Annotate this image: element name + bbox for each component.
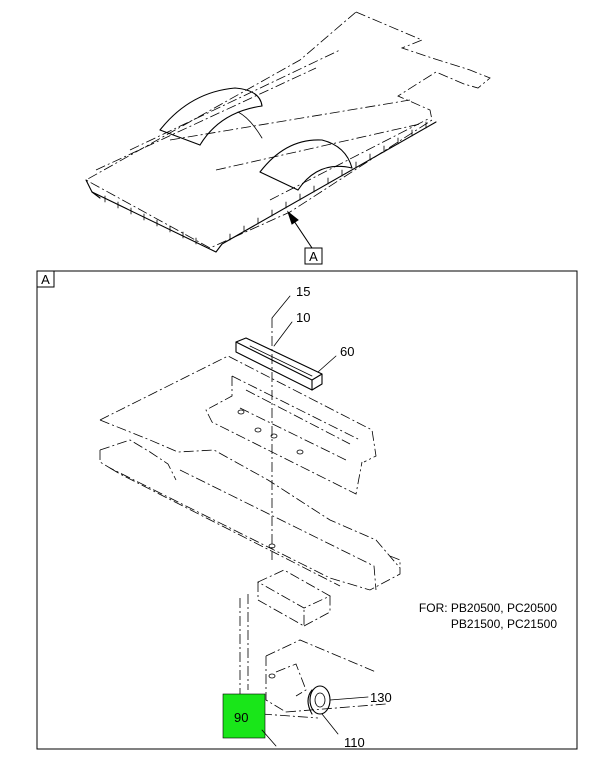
callout-110: 110 [344,735,365,750]
applicability-note: FOR: PB20500, PC20500 PB21500, PC21500 [419,601,557,631]
detail-a-letter: A [41,272,50,287]
callout-15: 15 [296,284,310,299]
callout-90-highlight [222,693,277,747]
part-60-strip [235,337,323,391]
detail-a-panel: A [36,270,578,750]
floor-section [99,355,401,591]
callout-leaders [271,295,337,373]
callout-130: 130 [370,690,392,705]
note-line-2: PB21500, PC21500 [451,617,557,631]
note-line-1: FOR: PB20500, PC20500 [419,601,557,615]
callout-90: 90 [234,710,248,725]
callout-labels: 15 10 60 90 130 110 [234,284,392,750]
callout-10: 10 [296,310,310,325]
lower-bracket [239,569,387,719]
callout-60: 60 [340,344,354,359]
view-a-callout: A [304,247,323,265]
leader-110 [321,713,339,735]
view-a-leader [286,210,313,249]
part-130-washer [307,685,369,715]
view-a-letter: A [309,249,318,264]
floor-assembly-overview [85,11,491,253]
